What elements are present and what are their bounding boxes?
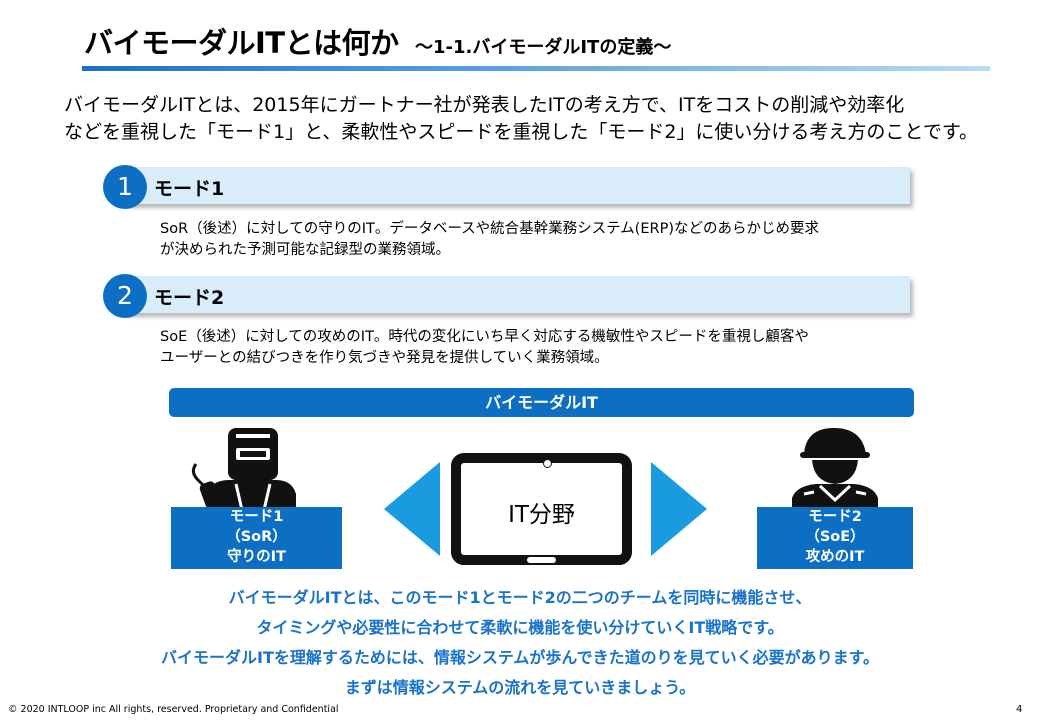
copyright-footer: © 2020 INTLOOP inc All rights, reserved.… <box>8 704 339 715</box>
welder-icon <box>191 428 296 510</box>
mode2-desc-line: ユーザーとの結びつきを作り気づきや発見を提供していく業務領域。 <box>160 350 609 366</box>
tablet-home-bar <box>527 557 556 563</box>
number-2-icon: 2 <box>103 274 147 318</box>
mode1-box-line: 守りのIT <box>227 549 286 565</box>
bimodal-it-banner: バイモーダルIT <box>169 388 914 417</box>
summary-line: バイモーダルITを理解するためには、情報システムが歩んできた道のりを見ていく必要… <box>161 648 879 667</box>
mode1-desc-line: が決められた予測可能な記録型の業務領域。 <box>160 242 450 258</box>
mode2-box-line: 攻めのIT <box>805 549 865 565</box>
mode1-description: SoR（後述）に対しての守りのIT。データベースや統合基幹業務システム(ERP)… <box>160 219 920 261</box>
title-underline <box>82 66 990 71</box>
summary-line: まずは情報システムの流れを見ていきましょう。 <box>344 678 696 697</box>
mode1-label: モード1 <box>154 178 225 200</box>
mode2-box-line: （SoE） <box>805 529 865 545</box>
page-number: 4 <box>1016 704 1023 715</box>
mode1-bar: モード1 <box>127 167 910 204</box>
soldier-icon <box>792 428 878 510</box>
tablet-icon <box>451 453 632 565</box>
mode2-desc-line: SoE（後述）に対しての攻めのIT。時代の変化にいち早く対応する機敏性やスピード… <box>160 329 809 345</box>
number-1-icon: 1 <box>103 165 147 209</box>
summary-line: バイモーダルITとは、このモード1とモード2の二つのチームを同時に機能させ、 <box>228 588 812 607</box>
it-field-label: IT分野 <box>508 502 575 528</box>
mode1-box: モード1 （SoR） 守りのIT <box>171 507 342 569</box>
arrow-left-icon <box>384 462 440 556</box>
mode2-box: モード2 （SoE） 攻めのIT <box>757 507 913 569</box>
summary-text: バイモーダルITとは、このモード1とモード2の二つのチームを同時に機能させ、 タ… <box>60 583 980 703</box>
intro-line: バイモーダルITとは、2015年にガートナー社が発表したITの考え方で、ITをコ… <box>64 94 905 116</box>
page-subtitle: ～1-1.バイモーダルITの定義～ <box>415 37 672 58</box>
mode1-desc-line: SoR（後述）に対しての守りのIT。データベースや統合基幹業務システム(ERP)… <box>160 221 819 237</box>
intro-line: などを重視した「モード1」と、柔軟性やスピードを重視した「モード2」に使い分ける… <box>64 121 978 143</box>
arrow-right-icon <box>651 462 707 556</box>
mode1-box-line: （SoR） <box>226 529 287 545</box>
mode2-description: SoE（後述）に対しての攻めのIT。時代の変化にいち早く対応する機敏性やスピード… <box>160 327 920 369</box>
intro-text: バイモーダルITとは、2015年にガートナー社が発表したITの考え方で、ITをコ… <box>64 92 1004 146</box>
mode2-bar: モード2 <box>127 276 910 313</box>
tablet-camera <box>543 459 552 468</box>
mode2-box-line: モード2 <box>808 509 862 525</box>
mode1-box-line: モード1 <box>229 509 284 525</box>
mode2-label: モード2 <box>154 287 225 309</box>
summary-line: タイミングや必要性に合わせて柔軟に機能を使い分けていくIT戦略です。 <box>256 618 784 637</box>
page-title: バイモーダルITとは何か <box>84 26 399 60</box>
